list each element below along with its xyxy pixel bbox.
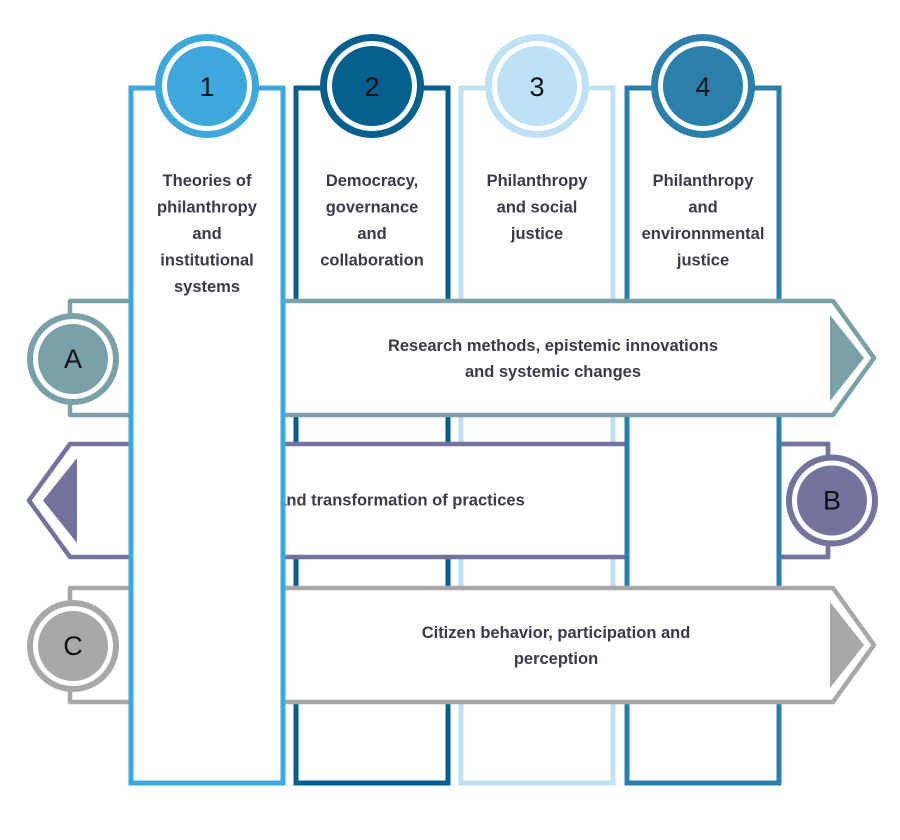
column-title-line: Philanthropy: [653, 172, 755, 190]
column-title-line: Democracy,: [326, 172, 418, 190]
number-badge: [167, 46, 247, 126]
arrow-left-icon: [43, 458, 77, 543]
band-letter: A: [64, 344, 82, 374]
column-title-line: and: [357, 225, 386, 243]
column-title-line: justice: [510, 225, 563, 243]
band-b-badge-front: [781, 441, 831, 560]
column-title-line: Theories of: [163, 172, 252, 190]
letter-badge: [38, 324, 108, 394]
column-title-line: and: [192, 225, 221, 243]
column-frame: [624, 419, 782, 584]
band-letter: B: [823, 486, 841, 516]
band-letter: C: [63, 631, 83, 661]
column-title-line: Philanthropy: [487, 172, 589, 190]
number-badge: [497, 46, 577, 126]
column-number: 4: [695, 72, 710, 102]
column-frame: [128, 85, 286, 786]
column-title-line: and social: [497, 199, 578, 217]
column-number: 3: [529, 72, 544, 102]
column-title-line: justice: [676, 252, 729, 270]
number-badge: [663, 46, 743, 126]
column-title-line: environnmental: [642, 225, 765, 243]
column-title-line: institutional: [160, 252, 254, 270]
arrow-right-icon: [830, 315, 864, 401]
band-title-line: perception: [514, 650, 598, 668]
column-title-line: governance: [326, 199, 419, 217]
column-title-line: philanthropy: [157, 199, 258, 217]
column-number: 2: [364, 72, 379, 102]
column-title-line: systems: [174, 278, 240, 296]
letter-badge: [38, 611, 108, 681]
band-title-line: Research methods, epistemic innovations: [388, 337, 718, 355]
number-badge: [332, 46, 412, 126]
column-title-line: and: [688, 199, 717, 217]
band-title-line: and systemic changes: [465, 363, 641, 381]
column-title-line: collaboration: [320, 252, 424, 270]
column-number: 1: [199, 72, 214, 102]
band-bracket: [781, 441, 831, 560]
band-title-line: Citizen behavior, participation and: [422, 624, 691, 642]
letter-badge: [797, 465, 867, 536]
arrow-right-icon: [830, 602, 864, 688]
